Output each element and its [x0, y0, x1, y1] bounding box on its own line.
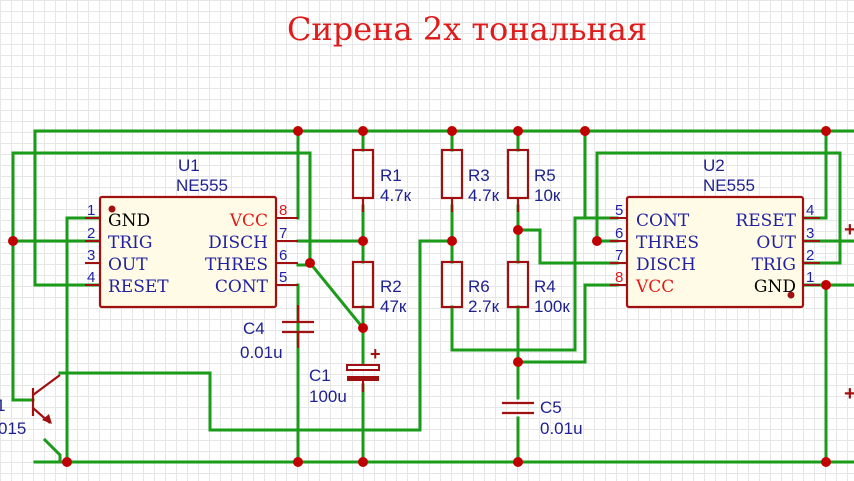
- resistor-r3[interactable]: R3 4.7к: [440, 148, 500, 212]
- r3-ref: R3: [468, 166, 490, 185]
- u1-pin-num: 6: [279, 247, 287, 264]
- u1-pin-trig: TRIG: [108, 233, 152, 253]
- u2-ref: U2: [703, 156, 725, 175]
- schematic-title: Сирена 2х тональная: [286, 10, 648, 48]
- c1-ref: C1: [309, 366, 331, 385]
- c1-polarity: +: [370, 344, 381, 364]
- ic-u1[interactable]: U1 NE555 GND TRIG OUT RESET VCC DISCH TH…: [85, 156, 298, 309]
- resistor-r1[interactable]: R1 4.7к: [351, 148, 412, 212]
- u1-pin-num: 8: [279, 202, 287, 219]
- u1-pin-num: 1: [87, 202, 95, 219]
- c5-value: 0.01u: [540, 419, 583, 438]
- r6-value: 2.7к: [468, 297, 500, 316]
- u1-ref: U1: [178, 156, 200, 175]
- r2-value: 47к: [380, 297, 407, 316]
- r5-value: 10к: [534, 186, 561, 205]
- u2-pin-vcc: VCC: [635, 277, 674, 297]
- resistor-r5[interactable]: R5 10к: [506, 148, 561, 212]
- capacitor-c4[interactable]: C4 0.01u: [240, 305, 314, 362]
- transistor-q1[interactable]: 1 015: [0, 374, 61, 438]
- u1-pin-out: OUT: [108, 255, 148, 275]
- u1-pin-num: 3: [87, 247, 95, 264]
- u2-pin-thres: THRES: [636, 233, 699, 253]
- u2-pin-out: OUT: [756, 233, 796, 253]
- u2-pin-num: 3: [806, 225, 814, 242]
- ic-u2[interactable]: U2 NE555 CONT THRES DISCH VCC RESET OUT …: [610, 156, 820, 309]
- r1-ref: R1: [380, 166, 402, 185]
- c4-ref: C4: [243, 319, 265, 338]
- u2-pin-num: 2: [806, 247, 814, 264]
- r4-value: 100к: [534, 297, 570, 316]
- r6-ref: R6: [468, 277, 490, 296]
- r3-value: 4.7к: [468, 186, 500, 205]
- u2-pin-reset: RESET: [735, 211, 796, 231]
- edge-plus-bottom: +: [844, 383, 854, 405]
- u2-pin-num: 7: [615, 247, 623, 264]
- r2-ref: R2: [380, 277, 402, 296]
- capacitor-c1[interactable]: + C1 100u: [309, 344, 381, 406]
- r5-ref: R5: [534, 166, 556, 185]
- u1-pin-thres: THRES: [205, 255, 268, 275]
- u2-pin-num: 8: [615, 269, 623, 286]
- u2-pin-num: 6: [615, 225, 623, 242]
- u1-pin-num: 7: [279, 225, 287, 242]
- u1-pin-vcc: VCC: [229, 211, 268, 231]
- r4-ref: R4: [534, 277, 556, 296]
- resistor-r2[interactable]: R2 47к: [351, 260, 407, 316]
- u2-pin-cont: CONT: [636, 211, 690, 231]
- u1-pin-num: 2: [87, 225, 95, 242]
- c4-value: 0.01u: [240, 343, 283, 362]
- c5-ref: C5: [540, 398, 562, 417]
- u2-pin-num: 5: [615, 202, 623, 219]
- u1-pin-disch: DISCH: [208, 233, 268, 253]
- u1-pin-num: 5: [279, 269, 287, 286]
- u2-pin-gnd: GND: [754, 277, 796, 297]
- u1-pin-gnd: GND: [108, 211, 150, 231]
- resistor-r4[interactable]: R4 100к: [506, 260, 570, 316]
- u1-pin-reset: RESET: [108, 277, 169, 297]
- u1-value: NE555: [176, 176, 228, 195]
- u2-pin-num: 4: [806, 202, 814, 219]
- q1-value: 015: [0, 419, 26, 438]
- u1-pin-cont: CONT: [215, 277, 269, 297]
- u1-pin-num: 4: [87, 269, 95, 286]
- c1-value: 100u: [309, 387, 347, 406]
- u2-pin-disch: DISCH: [636, 255, 696, 275]
- r1-value: 4.7к: [380, 186, 412, 205]
- capacitor-c5[interactable]: C5 0.01u: [502, 398, 583, 438]
- u2-value: NE555: [703, 176, 755, 195]
- u2-pin-num: 1: [806, 269, 814, 286]
- u2-pin-trig: TRIG: [752, 255, 796, 275]
- resistor-r6[interactable]: R6 2.7к: [440, 260, 500, 316]
- q1-ref: 1: [0, 396, 5, 415]
- junctions: [8, 126, 831, 467]
- edge-plus-top: +: [844, 219, 854, 241]
